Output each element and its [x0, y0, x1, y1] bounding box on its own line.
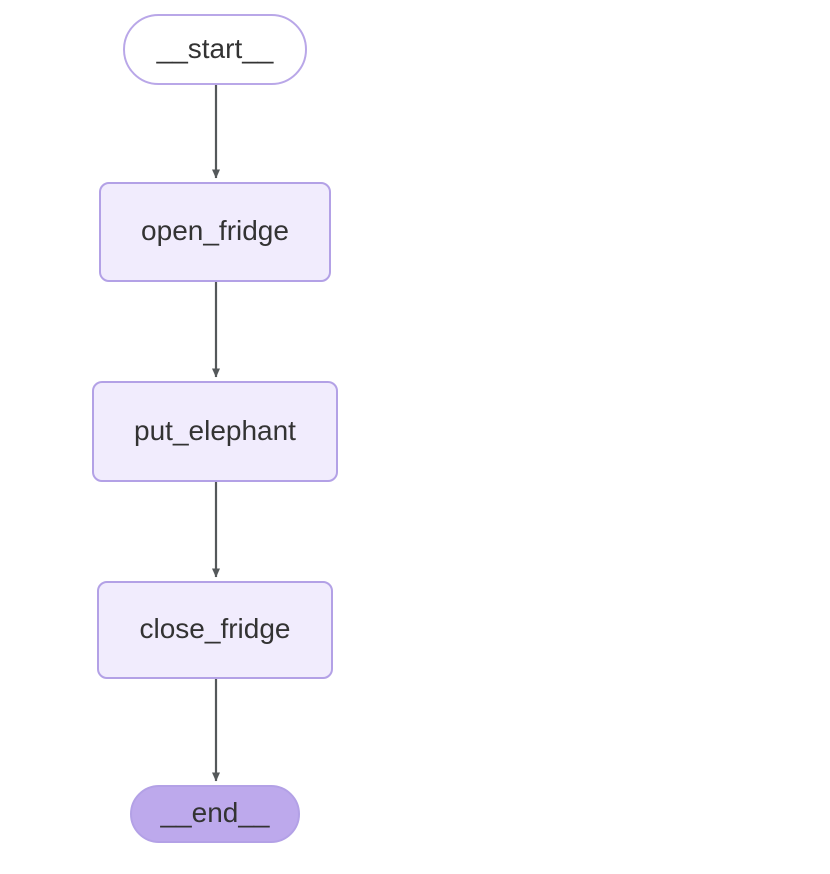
node-close-fridge[interactable]: close_fridge — [97, 581, 333, 679]
node-end[interactable]: __end__ — [130, 785, 300, 843]
node-start-label: __start__ — [156, 32, 274, 64]
node-close-fridge-label: close_fridge — [139, 613, 291, 644]
node-open-fridge-label: open_fridge — [141, 215, 289, 246]
node-put-elephant-label: put_elephant — [134, 414, 296, 446]
node-open-fridge[interactable]: open_fridge — [99, 182, 331, 282]
node-start[interactable]: __start__ — [123, 14, 307, 85]
node-end-label: __end__ — [160, 797, 270, 828]
node-put-elephant[interactable]: put_elephant — [92, 381, 338, 482]
